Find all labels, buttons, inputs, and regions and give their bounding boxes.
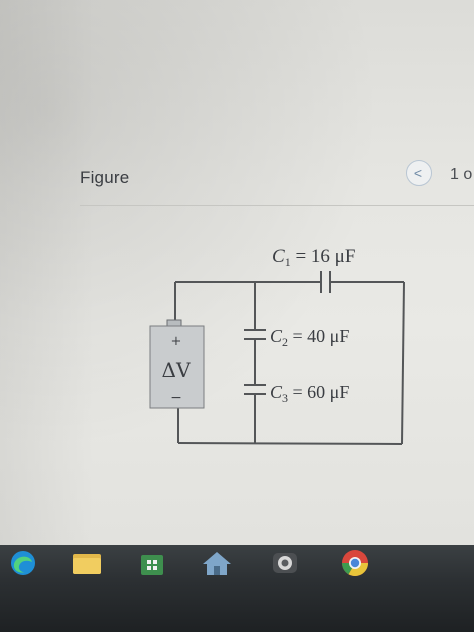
c1-symbol: C	[272, 246, 285, 267]
capacitor-c3	[244, 384, 266, 395]
circuit-diagram: + ΔV − C1 = 16 μF C2 = 40 μF C3 = 60 μF	[149, 246, 405, 445]
taskbar-file-explorer[interactable]	[70, 548, 104, 578]
previous-figure-button[interactable]: <	[406, 160, 432, 186]
home-icon	[203, 552, 231, 575]
c3-symbol: C	[270, 382, 283, 402]
wire-bottom	[177, 442, 403, 445]
circuit-wires	[174, 281, 405, 445]
battery-minus-label: −	[170, 390, 182, 406]
screen	[0, 0, 474, 545]
c3-value: = 60 μF	[288, 382, 349, 402]
taskbar-home[interactable]	[200, 548, 234, 578]
file-explorer-icon	[73, 554, 101, 574]
c1-label: C1 = 16 μF	[272, 246, 355, 269]
battery: + ΔV −	[149, 319, 205, 409]
capacitor-c2	[244, 329, 266, 340]
c2-label: C2 = 40 μF	[270, 326, 349, 349]
c3-label: C3 = 60 μF	[270, 382, 349, 405]
taskbar-camera[interactable]	[268, 548, 302, 578]
chevron-left-icon: <	[413, 165, 423, 181]
battery-plus-label: +	[171, 334, 182, 349]
edge-icon	[11, 551, 35, 575]
battery-voltage-label: ΔV	[162, 358, 191, 382]
taskbar-chrome[interactable]	[338, 548, 372, 578]
taskbar-edge[interactable]	[6, 548, 40, 578]
camera-icon	[273, 553, 297, 573]
c1-value: = 16 μF	[291, 246, 356, 267]
taskbar-store[interactable]	[135, 548, 169, 578]
chrome-icon	[341, 550, 369, 577]
c2-symbol: C	[270, 326, 283, 346]
capacitor-c1	[320, 271, 331, 293]
c2-subscript: 2	[282, 335, 288, 349]
c1-subscript: 1	[285, 255, 291, 269]
figure-title: Figure	[80, 168, 130, 187]
figure-page-count: 1 o	[450, 166, 473, 183]
wire-right	[401, 281, 405, 445]
store-icon	[141, 555, 163, 575]
c2-value: = 40 μF	[288, 326, 349, 346]
c3-subscript: 3	[282, 391, 288, 405]
battery-body	[149, 325, 205, 409]
header-divider	[80, 205, 474, 206]
